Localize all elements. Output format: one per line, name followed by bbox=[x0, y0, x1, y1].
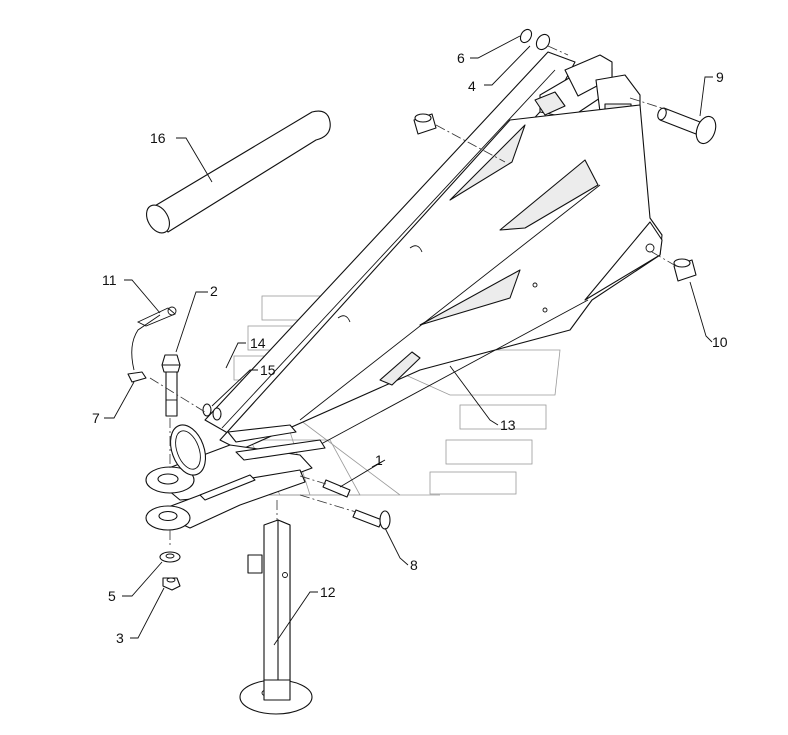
assembly-axes bbox=[149, 45, 677, 548]
tube-part-16 bbox=[145, 110, 331, 234]
hardware-bolt-nut bbox=[127, 354, 222, 591]
callout-11: 11 bbox=[102, 272, 117, 288]
pins-1-8 bbox=[322, 479, 391, 530]
callout-labels: 1 2 3 4 5 6 7 8 9 10 11 12 13 14 15 16 bbox=[92, 50, 728, 646]
callout-14: 14 bbox=[250, 335, 266, 351]
a-frame-drawbar bbox=[145, 51, 663, 531]
callout-10: 10 bbox=[712, 334, 728, 350]
callout-5: 5 bbox=[108, 588, 116, 604]
callout-8: 8 bbox=[410, 557, 418, 573]
cotter-pin-part-11 bbox=[131, 306, 177, 371]
bushings bbox=[413, 113, 697, 282]
callout-4: 4 bbox=[468, 78, 476, 94]
pin-part-9 bbox=[657, 107, 717, 145]
callout-16: 16 bbox=[150, 130, 166, 146]
callout-2: 2 bbox=[210, 283, 218, 299]
callout-13: 13 bbox=[500, 417, 516, 433]
callout-9: 9 bbox=[716, 69, 724, 85]
callout-1: 1 bbox=[375, 452, 383, 468]
callout-12: 12 bbox=[320, 584, 336, 600]
callout-3: 3 bbox=[116, 630, 124, 646]
callout-15: 15 bbox=[260, 362, 276, 378]
callout-6: 6 bbox=[457, 50, 465, 66]
leader-lines bbox=[104, 35, 713, 646]
callout-7: 7 bbox=[92, 410, 100, 426]
jack-stand-part-12 bbox=[239, 519, 313, 715]
rings-4-6 bbox=[519, 28, 551, 51]
